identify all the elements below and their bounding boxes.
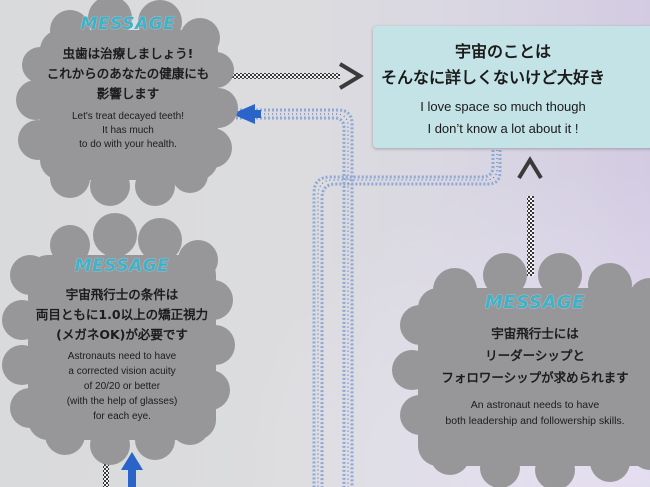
checker-connector-bottom (103, 448, 109, 487)
message-bubble-3 (392, 253, 650, 487)
question-en-line-2: I don’t know a lot about it ! (427, 121, 579, 136)
bubble-3-content: MESSAGE 宇宙飛行士には リーダーシップと フォロワーシップが求められます… (412, 292, 650, 429)
arrow-right-dark-icon (338, 62, 364, 90)
bubble-1-jp-line-3: 影響します (96, 86, 160, 101)
bubble-2-en-line-2: a corrected vision acuity (68, 366, 176, 377)
bubble-3-jp-line-2: リーダーシップと (485, 348, 585, 363)
bubble-1-content: MESSAGE 虫歯は治療しましょう! これからのあなたの健康にも 影響します … (30, 14, 226, 152)
question-jp-line-2: そんなに詳しくないけど大好き (381, 68, 606, 87)
bubble-2-en-line-1: Astronauts need to have (67, 351, 177, 362)
bubble-2-jp-line-1: 宇宙飛行士の条件は (65, 287, 179, 302)
bubble-1-en-line-2: It has much (102, 125, 154, 136)
message-bubble-1 (16, 0, 238, 206)
bubble-1-title: MESSAGE (80, 14, 176, 34)
bubble-3-title: MESSAGE (485, 292, 585, 313)
bubble-1-jp-line-1: 虫歯は治療しましょう! (62, 46, 194, 61)
arrow-up-blue-icon (121, 452, 143, 470)
question-en-line-1: I love space so much though (420, 99, 586, 114)
checker-connector-top (222, 73, 340, 79)
bubble-2-en-line-5: for each eye. (93, 411, 151, 422)
bubble-1-jp-line-2: これからのあなたの健康にも (46, 66, 210, 81)
bubble-1-en-line-1: Let's treat decayed teeth! (72, 111, 184, 122)
bubble-3-jp-line-1: 宇宙飛行士には (491, 326, 579, 341)
bubble-2-content: MESSAGE 宇宙飛行士の条件は 両目ともに1.0以上の矯正視力 (メガネOK… (22, 256, 222, 424)
checker-connector-right (527, 196, 534, 276)
bubble-1-en-line-3: to do with your health. (79, 139, 177, 150)
blue-flow-path (232, 108, 502, 487)
bubble-3-jp-line-3: フォロワーシップが求められます (441, 370, 629, 385)
bubble-2-en-line-3: of 20/20 or better (83, 381, 161, 392)
question-jp-line-1: 宇宙のことは (454, 42, 551, 61)
message-bubble-2 (2, 213, 235, 465)
bubble-2-title: MESSAGE (74, 256, 170, 276)
bubble-2-jp-line-3: (メガネOK)が必要です (56, 327, 188, 342)
bubble-2-jp-line-2: 両目ともに1.0以上の矯正視力 (35, 307, 209, 322)
arrow-left-blue-icon (232, 104, 255, 124)
question-box: 宇宙のことは そんなに詳しくないけど大好き I love space so mu… (373, 26, 650, 148)
bubble-3-en-line-1: An astronaut needs to have (470, 399, 600, 411)
arrow-up-dark-icon (517, 156, 543, 180)
bubble-2-en-line-4: (with the help of glasses) (66, 396, 178, 407)
bubble-3-en-line-2: both leadership and followership skills. (445, 415, 625, 427)
